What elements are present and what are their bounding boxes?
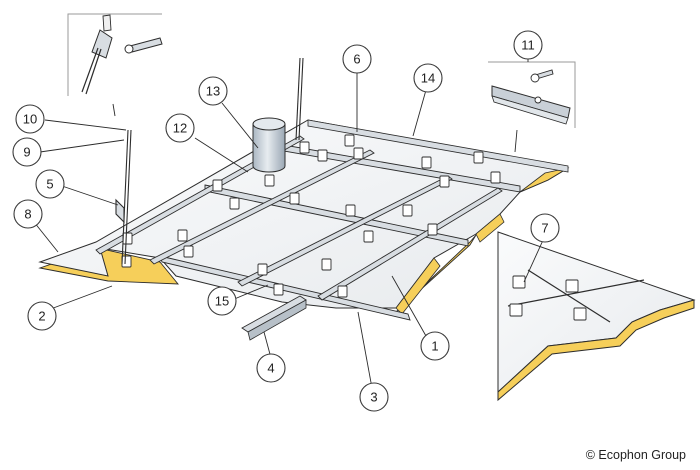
callout-8: 8 bbox=[13, 199, 43, 229]
callout-15: 15 bbox=[207, 286, 237, 316]
edge-trim-back bbox=[307, 119, 569, 173]
inset-hanger-bracket bbox=[67, 13, 163, 96]
leader-lines bbox=[33, 58, 545, 389]
callout-5-label: 5 bbox=[46, 177, 53, 192]
callout-5: 5 bbox=[35, 169, 65, 199]
duct-cylinder bbox=[252, 117, 286, 173]
screw-icon bbox=[129, 37, 163, 53]
callout-11: 11 bbox=[513, 30, 543, 60]
detail-panel-edge bbox=[497, 299, 695, 402]
callout-4-label: 4 bbox=[267, 361, 274, 376]
callout-14-label: 14 bbox=[421, 71, 435, 86]
inset-frame-lines bbox=[67, 13, 162, 96]
main-runner-end-web bbox=[247, 299, 307, 341]
callout-6: 6 bbox=[342, 44, 372, 74]
inset-clip-detail bbox=[497, 231, 696, 402]
callout-10-label: 10 bbox=[23, 112, 37, 127]
callout-15-label: 15 bbox=[215, 294, 229, 309]
callout-11-label: 11 bbox=[521, 38, 535, 53]
inset-wall-angle bbox=[488, 61, 576, 128]
callout-13-label: 13 bbox=[206, 84, 220, 99]
anchor-icon bbox=[102, 14, 112, 32]
callout-3: 3 bbox=[359, 382, 389, 412]
suspension-hangers bbox=[115, 57, 304, 265]
callout-12: 12 bbox=[165, 113, 195, 143]
copyright-notice: © Ecophon Group bbox=[585, 448, 686, 462]
ceiling-assembly bbox=[38, 57, 570, 341]
screw-head-icon bbox=[534, 96, 542, 104]
callout-2-label: 2 bbox=[38, 309, 45, 324]
callout-7: 7 bbox=[530, 213, 560, 243]
callout-1-label: 1 bbox=[431, 339, 438, 354]
callout-14: 14 bbox=[413, 63, 443, 93]
callout-9: 9 bbox=[12, 137, 42, 167]
callout-2: 2 bbox=[27, 301, 57, 331]
callout-12-label: 12 bbox=[173, 121, 187, 136]
callout-13: 13 bbox=[198, 76, 228, 106]
callout-10: 10 bbox=[15, 104, 45, 134]
panel-cut-edge-2 bbox=[475, 213, 505, 243]
panel-edge-yellow-right bbox=[395, 234, 477, 313]
callout-3-label: 3 bbox=[370, 390, 377, 405]
callout-1: 1 bbox=[420, 331, 450, 361]
callout-8-label: 8 bbox=[24, 207, 31, 222]
callout-6-label: 6 bbox=[353, 52, 360, 67]
inset-frame-lines-right bbox=[488, 61, 576, 128]
callout-9-label: 9 bbox=[23, 145, 30, 160]
callout-4: 4 bbox=[256, 353, 286, 383]
hanger-bracket-icon bbox=[91, 29, 113, 59]
callout-7-label: 7 bbox=[541, 221, 548, 236]
